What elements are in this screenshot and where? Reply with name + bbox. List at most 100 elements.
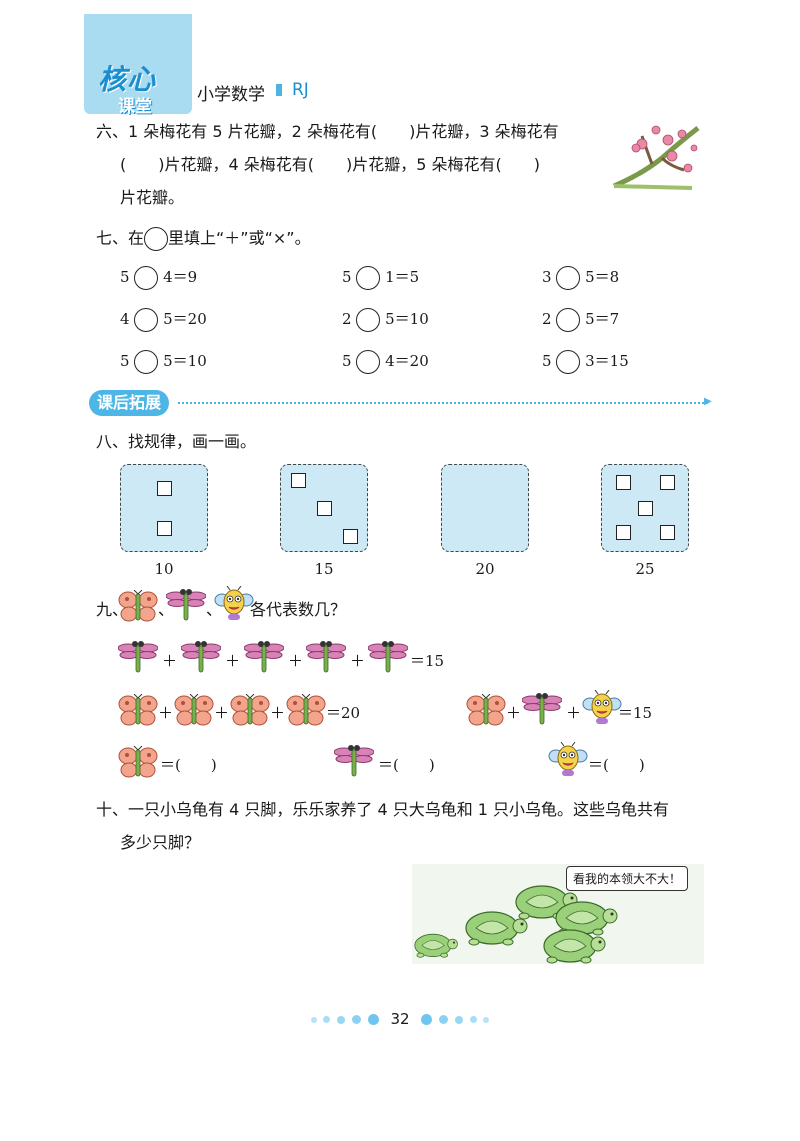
q7-answer-circle[interactable] bbox=[134, 266, 159, 290]
butterfly-icon bbox=[118, 746, 158, 778]
q6-line-3: 片花瓣。 bbox=[120, 188, 185, 207]
butterfly-icon bbox=[118, 590, 158, 622]
q7-answer-circle[interactable] bbox=[556, 266, 581, 290]
q7-circle-sample bbox=[144, 227, 169, 251]
decor-dot bbox=[439, 1015, 449, 1024]
q7-item: 5 3＝15 bbox=[542, 350, 629, 374]
q7-answer-circle[interactable] bbox=[134, 308, 159, 332]
section-banner: 课后拓展 bbox=[89, 390, 170, 416]
butterfly-icon bbox=[174, 694, 214, 726]
q7-answer-circle[interactable] bbox=[134, 350, 159, 374]
header-separator bbox=[276, 84, 282, 96]
plus-sign: ＋ bbox=[158, 704, 174, 722]
plus-sign: ＋ bbox=[288, 652, 304, 670]
dragonfly-icon bbox=[334, 744, 374, 777]
q9-prefix: 九、 bbox=[96, 600, 129, 619]
q7-item: 5 4＝20 bbox=[342, 350, 429, 374]
page-number: 32 bbox=[390, 1010, 410, 1028]
divider-arrow-icon: ▶ bbox=[704, 396, 712, 407]
q7-title-suffix: 里填上“＋”或“×”。 bbox=[168, 228, 311, 248]
pattern-square bbox=[157, 481, 172, 496]
plus-sign: ＋ bbox=[350, 652, 366, 670]
bee-icon bbox=[582, 690, 622, 725]
pattern-square bbox=[660, 525, 675, 540]
butterfly-icon bbox=[286, 694, 326, 726]
q7-answer-circle[interactable] bbox=[356, 350, 381, 374]
bee-icon bbox=[214, 586, 254, 621]
q7-title-prefix: 七、在 bbox=[96, 228, 145, 248]
pattern-square bbox=[660, 475, 675, 490]
pattern-square bbox=[616, 475, 631, 490]
big-turtle-icon bbox=[543, 929, 606, 964]
decor-dot bbox=[337, 1015, 346, 1024]
pattern-box-4 bbox=[601, 464, 689, 552]
eq1-result: ＝15 bbox=[410, 652, 445, 670]
bee-answer-blank[interactable]: ＝( ) bbox=[588, 756, 645, 774]
plus-sign: ＋ bbox=[225, 652, 241, 670]
dragonfly-icon bbox=[181, 640, 221, 673]
pattern-label-4: 25 bbox=[635, 560, 655, 578]
dragonfly-icon bbox=[368, 640, 408, 673]
q7-item: 3 5＝8 bbox=[542, 266, 619, 290]
dragonfly-icon bbox=[166, 588, 206, 621]
pattern-square bbox=[343, 529, 358, 544]
dragonfly-icon bbox=[118, 640, 158, 673]
header-logo-text: 核心 bbox=[98, 63, 157, 96]
pattern-box-3-empty[interactable] bbox=[441, 464, 529, 552]
decor-dot bbox=[454, 1015, 463, 1024]
butterfly-answer-blank[interactable]: ＝( ) bbox=[160, 756, 217, 774]
speech-bubble: 看我的本领大不大！ bbox=[566, 866, 689, 891]
bee-icon bbox=[548, 742, 588, 777]
eq2-result: ＝20 bbox=[326, 704, 361, 722]
q7-item: 2 5＝10 bbox=[342, 308, 429, 332]
q7-answer-circle[interactable] bbox=[356, 308, 381, 332]
header-edition: RJ bbox=[292, 80, 309, 100]
plus-sign: ＋ bbox=[566, 704, 582, 722]
q7-answer-circle[interactable] bbox=[356, 266, 381, 290]
butterfly-icon bbox=[118, 694, 158, 726]
plus-sign: ＋ bbox=[506, 704, 522, 722]
header-subject: 小学数学 bbox=[197, 85, 265, 105]
pattern-label-1: 10 bbox=[154, 560, 174, 578]
q9-suffix: 各代表数几？ bbox=[250, 600, 347, 619]
dragonfly-icon bbox=[306, 640, 346, 673]
dragonfly-answer-blank[interactable]: ＝( ) bbox=[378, 756, 435, 774]
q7-item: 2 5＝7 bbox=[542, 308, 619, 332]
decor-dot bbox=[351, 1015, 361, 1024]
q7-answer-circle[interactable] bbox=[556, 350, 581, 374]
small-turtle-icon bbox=[414, 933, 458, 958]
decor-dot bbox=[310, 1016, 317, 1023]
pattern-square bbox=[616, 525, 631, 540]
q6-line-2: ( )片花瓣，4 朵梅花有( )片花瓣，5 朵梅花有( ) bbox=[120, 155, 540, 174]
decor-dot bbox=[421, 1014, 433, 1025]
pattern-square bbox=[317, 501, 332, 516]
decor-dot bbox=[483, 1016, 490, 1023]
decor-dot bbox=[367, 1014, 379, 1025]
header-logo-background bbox=[84, 14, 192, 114]
q7-item: 5 5＝10 bbox=[120, 350, 207, 374]
butterfly-icon bbox=[230, 694, 270, 726]
pattern-box-1 bbox=[120, 464, 208, 552]
pattern-square bbox=[291, 473, 306, 488]
eq3-result: ＝15 bbox=[618, 704, 653, 722]
q7-item: 4 5＝20 bbox=[120, 308, 207, 332]
plus-sign: ＋ bbox=[214, 704, 230, 722]
q7-item: 5 4＝9 bbox=[120, 266, 197, 290]
pattern-label-2: 15 bbox=[314, 560, 334, 578]
pattern-square bbox=[157, 521, 172, 536]
q6-line-1: 六、1 朵梅花有 5 片花瓣，2 朵梅花有( )片花瓣，3 朵梅花有 bbox=[96, 122, 559, 141]
q10-line-2: 多少只脚？ bbox=[120, 833, 201, 852]
dragonfly-icon bbox=[522, 692, 562, 725]
section-divider bbox=[178, 402, 708, 404]
butterfly-icon bbox=[466, 694, 506, 726]
pattern-box-2 bbox=[280, 464, 368, 552]
plum-blossom-illustration bbox=[613, 125, 700, 190]
q7-answer-circle[interactable] bbox=[556, 308, 581, 332]
q8-title: 八、找规律，画一画。 bbox=[96, 432, 257, 451]
header-logo-subtext: 课堂 bbox=[118, 97, 152, 117]
q7-item: 5 1＝5 bbox=[342, 266, 419, 290]
dragonfly-icon bbox=[244, 640, 284, 673]
plus-sign: ＋ bbox=[162, 652, 178, 670]
pattern-square bbox=[638, 501, 653, 516]
decor-dot bbox=[323, 1016, 331, 1023]
